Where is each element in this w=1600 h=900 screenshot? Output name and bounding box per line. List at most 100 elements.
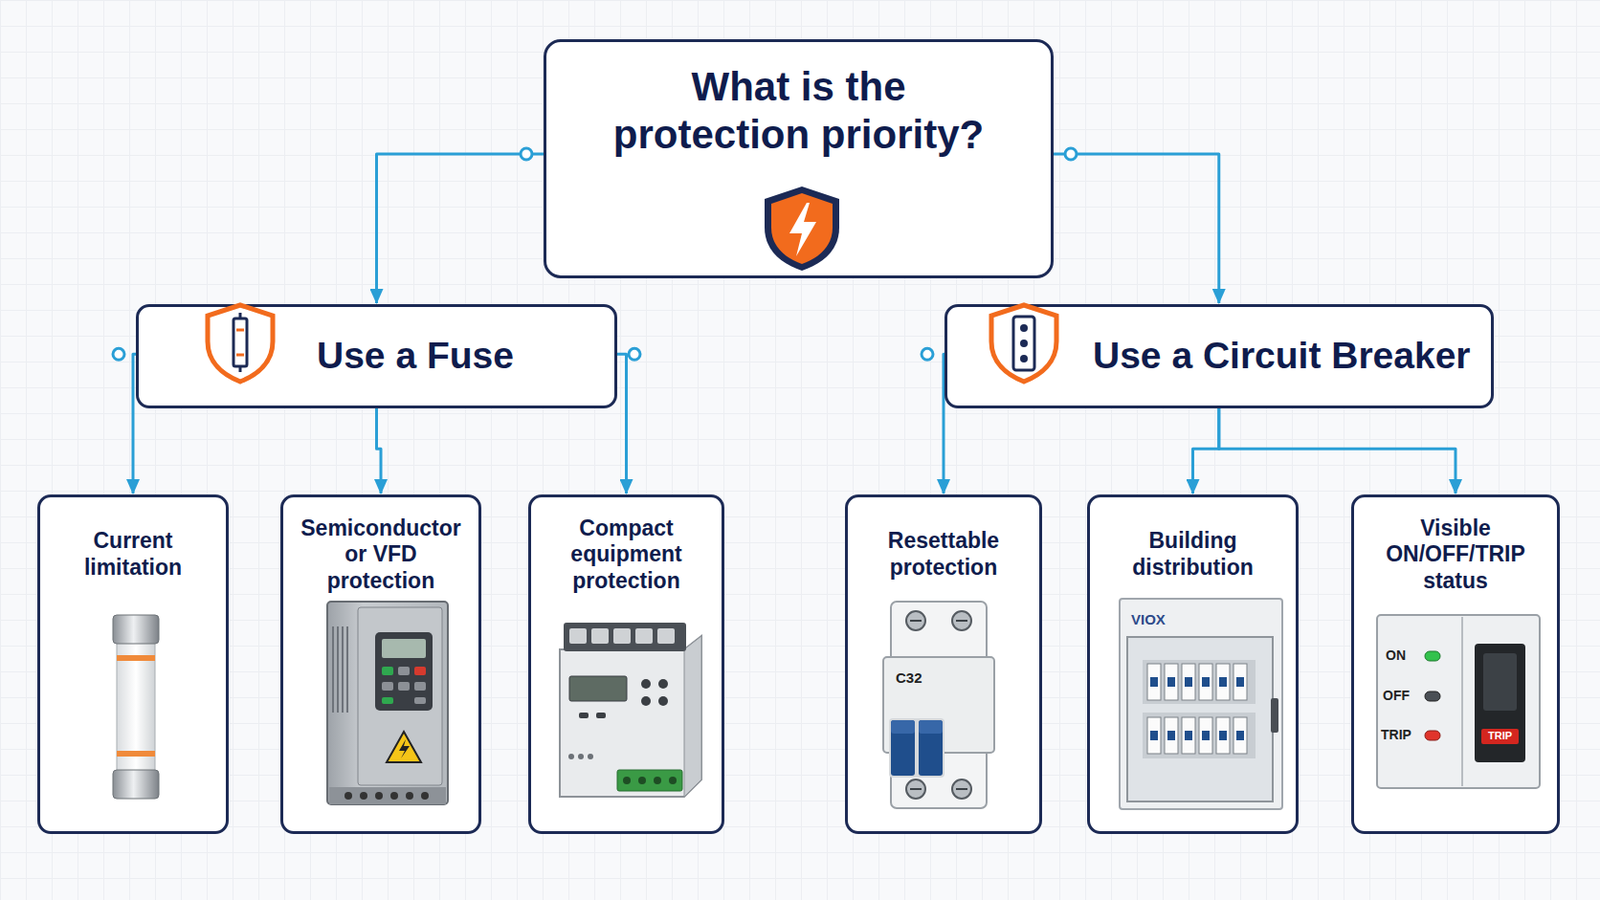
choice-box: Use a Fuse	[135, 304, 618, 409]
use-case-box: Compact equipment protection	[528, 494, 725, 835]
cartridge-fuse	[97, 607, 175, 809]
drawing-part	[578, 712, 589, 719]
drawing-part	[658, 679, 668, 689]
drawing-part	[344, 792, 429, 800]
use-case-box: Visible ON/OFF/TRIP statusONOFFTRIPTRIP	[1351, 494, 1560, 835]
miniature-circuit-breaker	[881, 598, 997, 814]
drawing-part	[381, 697, 394, 705]
drawing-part	[112, 770, 159, 800]
drawing-part	[1216, 717, 1230, 755]
use-case-box: Building distributionVIOX	[1087, 494, 1299, 835]
drawing-part	[116, 640, 156, 775]
breaker-shield-icon	[985, 301, 1063, 386]
drawing-part	[346, 626, 349, 713]
drawing-part	[341, 626, 344, 713]
drawing-part	[577, 754, 584, 760]
use-case-label: Resettable protection	[858, 528, 1029, 581]
drawing-part	[641, 679, 651, 689]
drawing-part	[910, 621, 968, 790]
device-marking: TRIP	[1481, 730, 1519, 743]
drawing-part	[414, 666, 426, 676]
connector-dot	[112, 348, 125, 360]
drawing-part	[587, 754, 594, 760]
drawing-part	[1147, 717, 1161, 755]
device-marking: VIOX	[1131, 611, 1166, 629]
drawing-part	[236, 329, 245, 333]
choice-box: Use a Circuit Breaker	[944, 304, 1494, 409]
drawing-part	[569, 628, 675, 645]
drawing-part	[658, 696, 668, 707]
drawing-part	[1270, 698, 1279, 734]
connector-dot	[628, 348, 641, 360]
drawing-part	[359, 792, 368, 800]
drawing-part	[764, 186, 840, 271]
drawing-part	[910, 788, 922, 791]
choice-label: Use a Circuit Breaker	[1092, 335, 1471, 378]
drawing-part	[381, 682, 394, 691]
shield-icon	[758, 183, 845, 274]
drawing-part	[1142, 660, 1256, 705]
drawing-part	[657, 628, 675, 645]
drawing-part	[641, 696, 651, 707]
drawing-part	[329, 787, 446, 805]
drawing-part	[578, 679, 668, 719]
drawing-part	[1216, 664, 1230, 701]
use-case-label: Semiconductor or VFD protection	[295, 515, 467, 596]
drawing-part	[890, 720, 915, 777]
drawing-part	[1164, 664, 1178, 701]
drawing-part	[1147, 664, 1161, 701]
use-case-label: Compact equipment protection	[541, 515, 712, 596]
drawing-part	[421, 792, 429, 800]
drawing-part	[569, 628, 587, 645]
fuse-shield-icon	[201, 301, 279, 386]
device-marking: C32	[895, 669, 923, 688]
drawing-part	[398, 666, 410, 676]
drawing-part	[207, 305, 273, 382]
drawing-part	[906, 779, 926, 800]
drawing-part	[116, 751, 156, 757]
drawing-part	[955, 620, 968, 623]
vfd-drive	[321, 598, 456, 819]
use-case-box: Current limitation	[37, 494, 229, 835]
drawing-part	[789, 202, 817, 257]
device-marking: ON	[1385, 647, 1406, 665]
drawing-part	[613, 628, 631, 645]
drawing-part	[559, 636, 702, 798]
drawing-part	[399, 739, 410, 759]
drawing-part	[1199, 717, 1213, 755]
device-marking: OFF	[1382, 688, 1410, 705]
drawing-part	[332, 626, 334, 713]
drawing-part	[622, 777, 677, 785]
drawing-part	[405, 792, 414, 800]
drawing-part	[918, 720, 943, 777]
drawing-part	[568, 754, 575, 760]
drawing-part	[1474, 644, 1526, 763]
drawing-part	[239, 366, 243, 373]
drawing-part	[622, 777, 631, 785]
drawing-part	[568, 754, 594, 760]
connector-dot	[520, 148, 533, 160]
drawing-part	[910, 620, 922, 623]
drawing-part	[1142, 712, 1256, 759]
drawing-part	[1164, 717, 1178, 755]
drawing-part	[1013, 316, 1035, 371]
drawing-part	[668, 777, 677, 785]
device-marking: TRIP	[1380, 727, 1412, 744]
drawing-part	[398, 682, 410, 691]
drawing-part	[414, 697, 426, 705]
drawing-part	[1181, 717, 1196, 755]
use-case-label: Current limitation	[47, 528, 219, 581]
drawing-part	[233, 318, 247, 367]
drawing-part	[617, 770, 683, 792]
drawing-part	[1199, 664, 1213, 701]
flow-connector	[617, 354, 627, 494]
drawing-part	[596, 712, 606, 719]
flow-connector	[1193, 408, 1220, 494]
use-case-label: Building distribution	[1108, 528, 1279, 581]
drawing-part	[991, 305, 1057, 382]
flow-connector	[1219, 408, 1456, 494]
choice-label: Use a Fuse	[316, 335, 514, 378]
drawing-part	[333, 626, 348, 713]
drawing-part	[1233, 717, 1247, 755]
